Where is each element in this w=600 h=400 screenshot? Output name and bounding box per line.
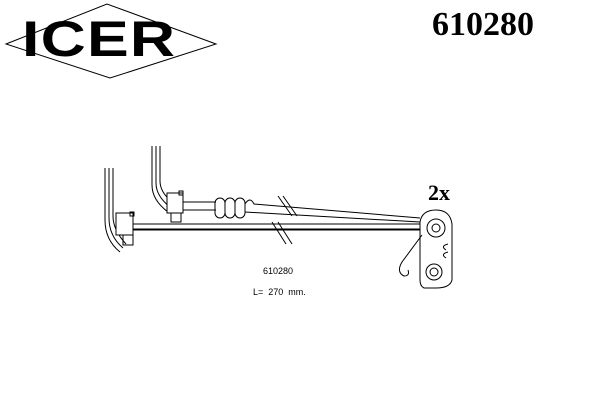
- mounting-bracket: [398, 209, 453, 289]
- part-number: 610280: [432, 6, 534, 43]
- icer-logo: ICER: [0, 0, 240, 80]
- logo-diamond: [4, 3, 218, 79]
- left-connector: [104, 168, 135, 253]
- upper-wire: [183, 197, 421, 223]
- break-marks: [271, 195, 298, 245]
- upper-connector: [151, 146, 184, 223]
- caption-length: L= 270 mm.: [253, 287, 306, 297]
- caption-part-number: 610280: [263, 266, 294, 276]
- logo-text: ICER: [22, 11, 177, 67]
- quantity-label: 2x: [428, 180, 450, 205]
